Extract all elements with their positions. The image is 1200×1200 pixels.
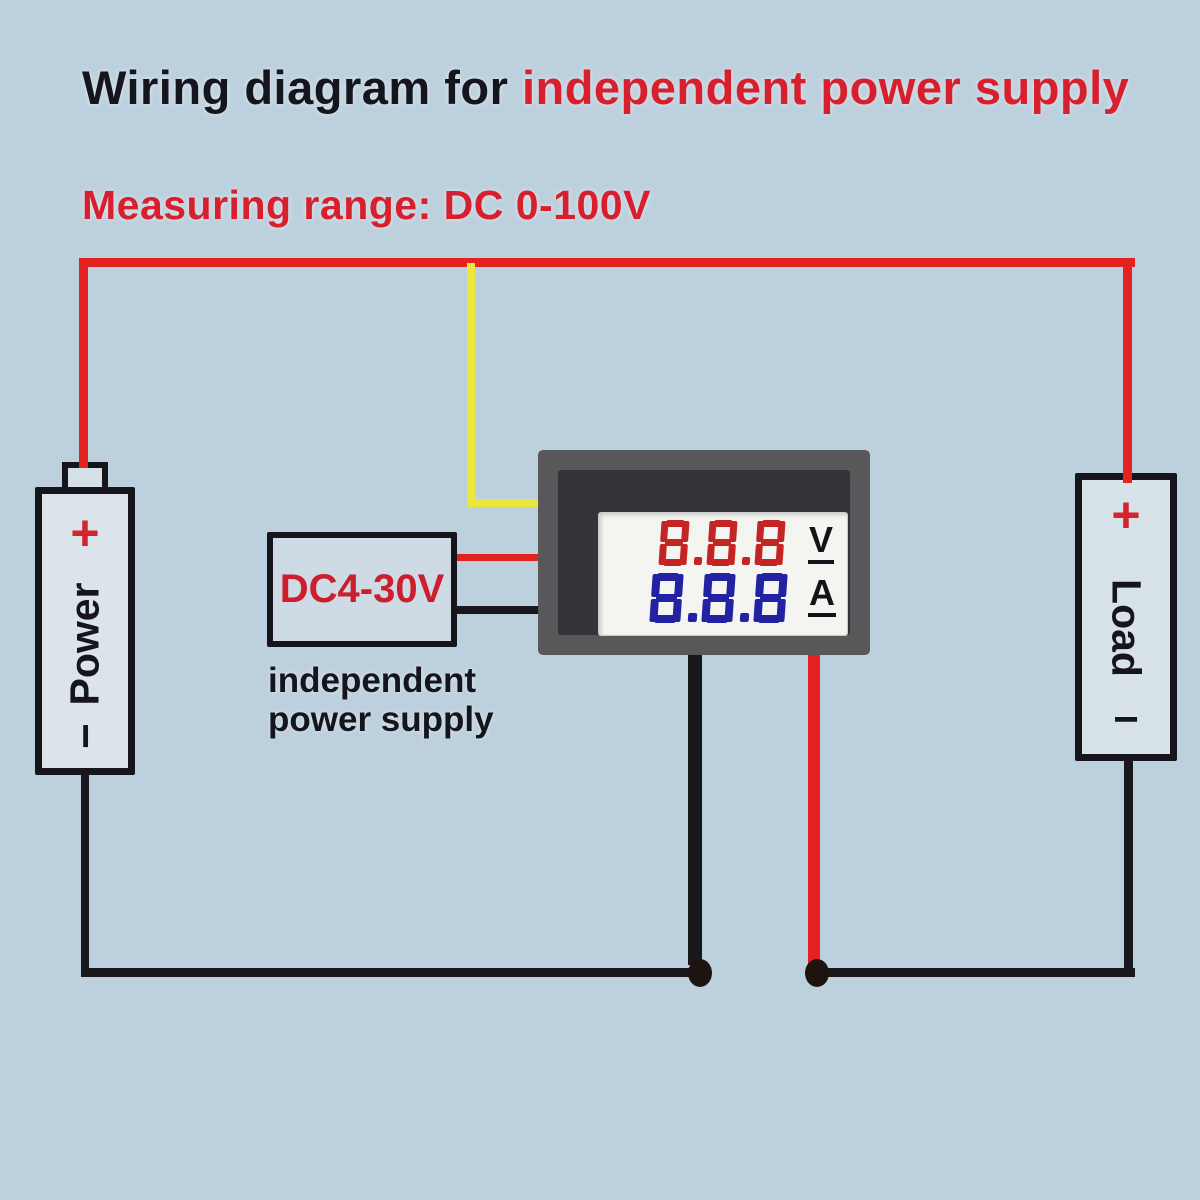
wire-yellow-vertical <box>467 263 475 507</box>
battery-label: Power <box>61 582 108 706</box>
wire-red-meter-down <box>808 650 820 965</box>
wire-black-meter-down <box>688 650 702 965</box>
amp-readout <box>646 573 791 623</box>
psu-caption: independent power supply <box>268 661 494 739</box>
meter-bezel: V A <box>558 470 850 636</box>
wire-black-load-down <box>1124 759 1133 977</box>
wire-red-top-horizontal <box>79 258 1135 267</box>
wire-red-psu-to-meter <box>457 554 540 561</box>
wire-black-battery-down <box>81 773 89 977</box>
wire-red-left-vertical <box>79 258 88 468</box>
load-box: + Load − <box>1075 473 1177 761</box>
battery-minus-sign: − <box>61 723 110 749</box>
wire-black-psu-to-meter <box>457 606 540 614</box>
wire-red-right-vertical <box>1123 258 1132 483</box>
meter-display: V A <box>598 512 848 636</box>
load-label: Load <box>1103 579 1150 677</box>
volt-unit-label: V <box>808 522 835 564</box>
wire-black-bottom-left <box>81 968 701 977</box>
load-plus-sign: + <box>1111 487 1141 543</box>
psu-voltage-label: DC4-30V <box>279 567 445 611</box>
wire-black-bottom-right <box>815 968 1135 977</box>
junction-dot-left <box>688 959 712 987</box>
battery-plus-sign: + <box>70 505 100 561</box>
measuring-range-label: Measuring range: DC 0-100V <box>82 182 651 228</box>
digital-meter: V A <box>538 450 870 655</box>
load-minus-sign: − <box>1113 695 1139 744</box>
psu-caption-line2: power supply <box>268 700 494 739</box>
psu-box: DC4-30V <box>267 532 457 647</box>
wire-yellow-horizontal <box>467 499 540 507</box>
amp-unit-label: A <box>808 575 836 617</box>
page-title: Wiring diagram for independent power sup… <box>82 60 1129 115</box>
junction-dot-right <box>805 959 829 987</box>
title-red-part: independent power supply <box>521 61 1130 114</box>
psu-caption-line1: independent <box>268 661 477 700</box>
title-black-part: Wiring diagram for <box>82 61 522 114</box>
volt-readout <box>655 520 789 566</box>
power-battery: + Power − <box>35 487 135 775</box>
